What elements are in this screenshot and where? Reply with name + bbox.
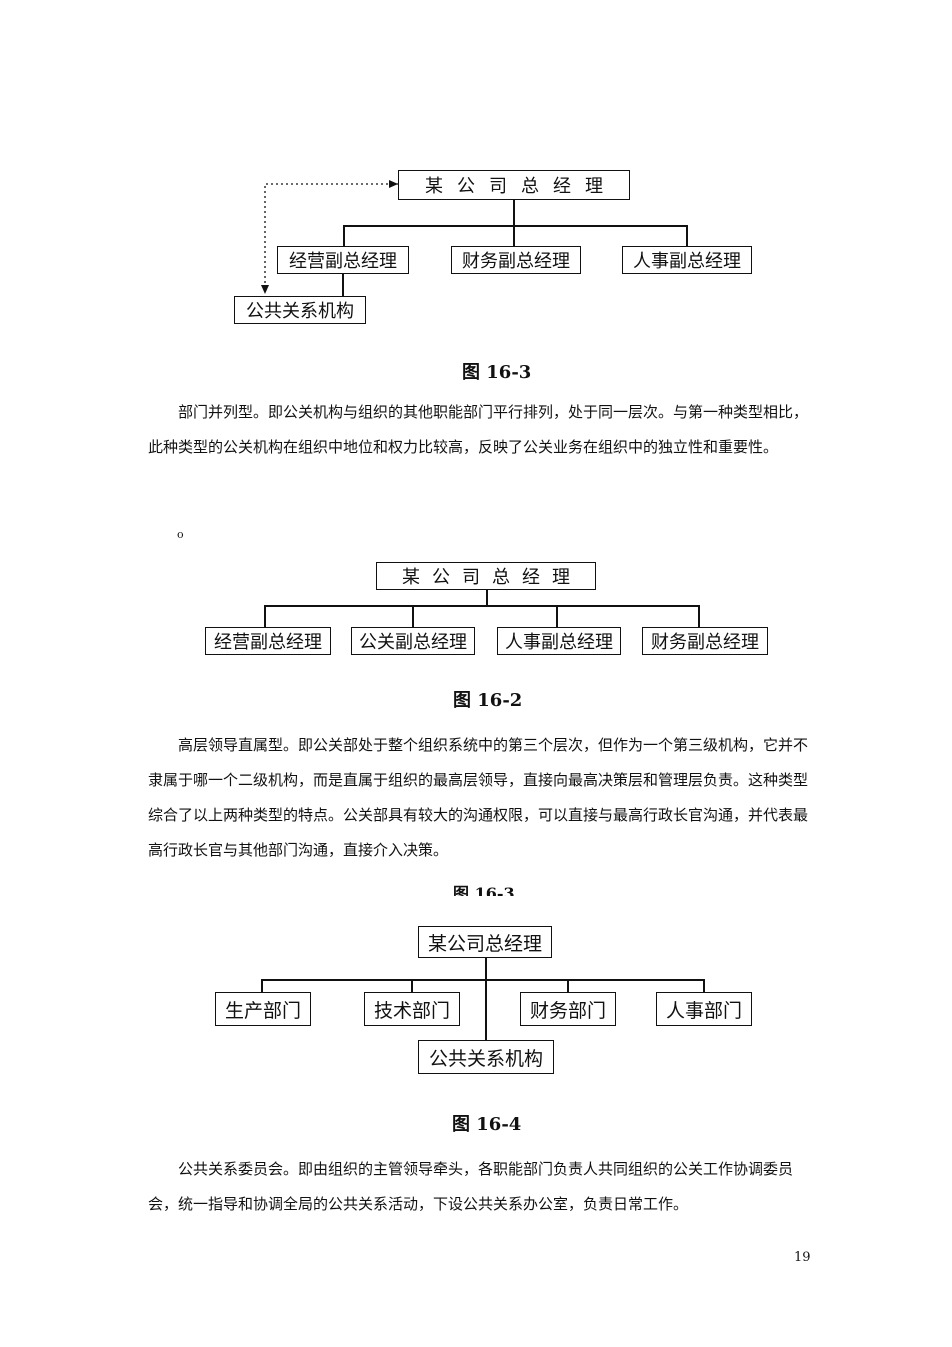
fig3-dotted-connector <box>261 180 398 294</box>
fig3-connector <box>343 225 345 246</box>
fig2-child-label: 公关副总经理 <box>359 632 467 653</box>
paragraph-text: 部门并列型。即公关机构与组织的其他职能部门平行排列，处于同一层次。与第一种类型相… <box>148 403 809 456</box>
fig3-child-box: 人事副总经理 <box>622 246 752 274</box>
fig3-child-label: 经营副总经理 <box>289 251 397 272</box>
fig2-connector <box>412 605 414 627</box>
fig3-connector <box>686 225 688 246</box>
fig4-child-label: 人事部门 <box>665 999 742 1022</box>
fig2-top-box: 某公司总经理 <box>376 562 596 590</box>
fig2-connector <box>556 605 558 627</box>
fig2-connector <box>264 605 700 607</box>
fig4-connector <box>567 979 569 992</box>
paragraph-text: 公共关系委员会。即由组织的主管领导牵头，各职能部门负责人共同组织的公关工作协调委… <box>148 1160 794 1213</box>
fig2-connector <box>698 605 700 627</box>
fig4-top-box: 某公司总经理 <box>418 926 552 958</box>
fig4-caption: 图 16-4 <box>452 1114 522 1135</box>
fig4-sub-box: 公共关系机构 <box>418 1040 554 1074</box>
fig4-connector <box>485 958 487 1040</box>
fig3-sub-label: 公共关系机构 <box>246 301 354 322</box>
page-number: 19 <box>794 1250 811 1265</box>
fig3-top-label: 某公司总经理 <box>425 176 617 197</box>
fig3-child-label: 财务副总经理 <box>462 251 570 272</box>
fig4-child-box: 生产部门 <box>215 992 311 1026</box>
fig4-top-label: 某公司总经理 <box>427 932 542 955</box>
fig3-sub-box: 公共关系机构 <box>234 296 366 324</box>
fig2-child-label: 人事副总经理 <box>505 632 613 653</box>
fig3-connector <box>343 225 687 227</box>
fig3-connector <box>513 200 515 246</box>
fig4-child-label: 财务部门 <box>529 999 606 1022</box>
fig2-connector <box>264 605 266 627</box>
fig4-connector <box>703 979 705 992</box>
fig4-child-label: 生产部门 <box>224 999 301 1022</box>
fig3-caption: 图 16-3 <box>462 362 532 383</box>
fig4-connector <box>261 979 704 981</box>
fig3-connector <box>342 274 344 296</box>
fig3-child-box: 财务副总经理 <box>451 246 581 274</box>
fig4-connector <box>261 979 263 992</box>
fig3-child-box: 经营副总经理 <box>277 246 409 274</box>
fig2-child-label: 财务副总经理 <box>651 632 759 653</box>
fig4-connector <box>411 979 413 992</box>
paragraph-pr-committee: 公共关系委员会。即由组织的主管领导牵头，各职能部门负责人共同组织的公关工作协调委… <box>148 1152 812 1222</box>
paragraph-executive-direct: 高层领导直属型。即公关部处于整个组织系统中的第三个层次，但作为一个第三级机构，它… <box>148 728 812 868</box>
fig2-top-label: 某公司总经理 <box>402 567 582 588</box>
fig3-child-label: 人事副总经理 <box>633 251 741 272</box>
fig4-child-box: 财务部门 <box>520 992 616 1026</box>
fig2-child-box: 经营副总经理 <box>205 627 331 655</box>
stray-mark: o <box>177 528 184 541</box>
fig2-connector <box>486 590 488 606</box>
clipped-caption: 图 16-3 <box>453 884 515 896</box>
fig2-child-box: 人事副总经理 <box>497 627 621 655</box>
fig4-child-label: 技术部门 <box>373 999 450 1022</box>
fig4-child-box: 人事部门 <box>656 992 752 1026</box>
fig4-sub-label: 公共关系机构 <box>428 1047 543 1070</box>
paragraph-department-parallel: 部门并列型。即公关机构与组织的其他职能部门平行排列，处于同一层次。与第一种类型相… <box>148 395 812 465</box>
paragraph-text: 高层领导直属型。即公关部处于整个组织系统中的第三个层次，但作为一个第三级机构，它… <box>148 736 809 859</box>
fig2-caption: 图 16-2 <box>453 690 523 711</box>
fig2-child-label: 经营副总经理 <box>214 632 322 653</box>
fig3-top-box: 某公司总经理 <box>398 170 630 200</box>
fig4-child-box: 技术部门 <box>364 992 460 1026</box>
fig2-child-box: 公关副总经理 <box>351 627 475 655</box>
fig2-child-box: 财务副总经理 <box>642 627 768 655</box>
